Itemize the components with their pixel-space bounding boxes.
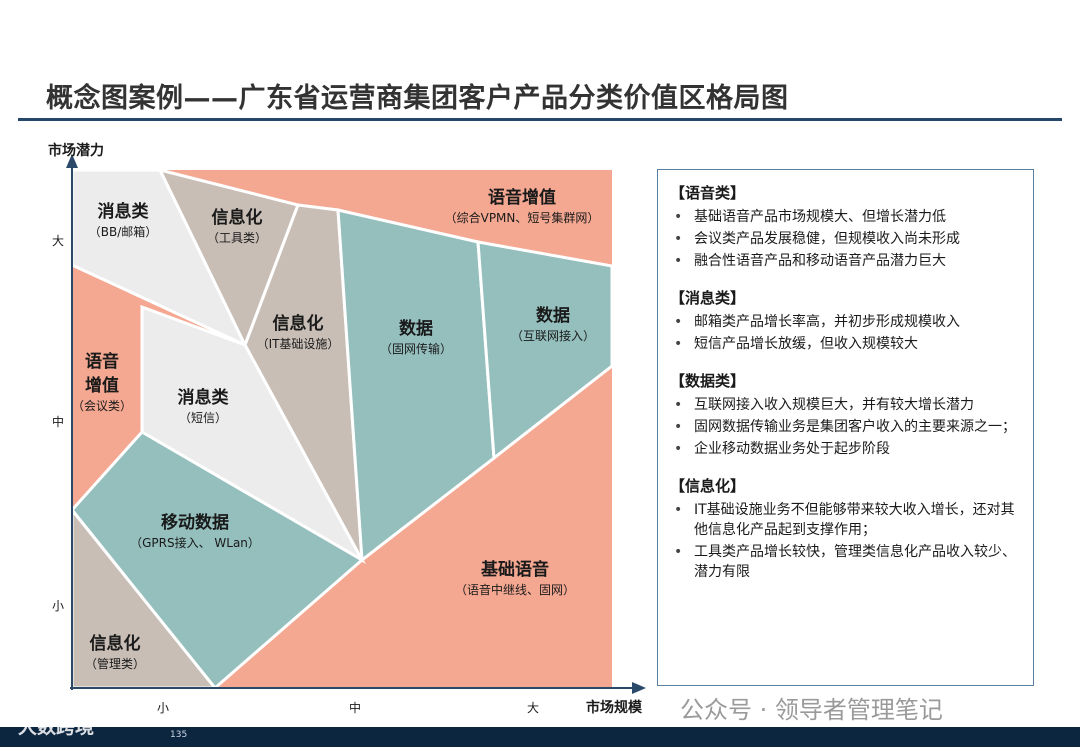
- bullet-item: • 会议类产品发展稳健，但规模收入尚未形成: [670, 229, 1021, 249]
- region-sub: （互联网接入）: [510, 329, 596, 343]
- label-info-tools: 信息化 （工具类）: [207, 206, 267, 246]
- page-title: 概念图案例——广东省运营商集团客户产品分类价值区格局图: [46, 83, 789, 114]
- bullet-dot-icon: •: [674, 441, 683, 457]
- region-name: 消息类: [97, 202, 149, 222]
- label-basic-voice: 基础语音 （语音中继线、固网）: [455, 558, 575, 598]
- region-sub: （BB/邮箱）: [88, 225, 158, 239]
- bullet-item: • 短信产品增长放缓，但收入规模较大: [670, 334, 1021, 354]
- region-sub: （管理类）: [84, 657, 146, 671]
- label-msg-sms: 消息类 （短信）: [178, 386, 229, 426]
- group-title: 【数据类】: [670, 372, 746, 390]
- bullet-text: 互联网接入收入规模巨大，并有较大增长潜力: [694, 397, 974, 413]
- bullet-text: 基础语音产品市场规模大、但增长潜力低: [694, 209, 946, 225]
- group-title: 【语音类】: [670, 184, 746, 202]
- region-name: 移动数据: [160, 513, 229, 533]
- region-name: 增值: [84, 376, 119, 396]
- bullet-item: • 企业移动数据业务处于起步阶段: [670, 439, 1021, 459]
- label-data-fixed: 数据 （固网传输）: [380, 317, 452, 357]
- label-voice-plus-conf: 语音 增值 （会议类）: [72, 350, 132, 414]
- region-sub: （工具类）: [206, 231, 268, 245]
- summary-group: 【数据类】 • 互联网接入收入规模巨大，并有较大增长潜力 • 固网数据传输业务是集团…: [670, 370, 1021, 459]
- x-axis-arrow: [632, 682, 646, 694]
- y-tick-label: 大: [52, 234, 65, 248]
- bullet-dot-icon: •: [674, 397, 683, 413]
- bullet-text: 工具类产品增长较快，管理类信息化产品收入较少、潜力有限: [694, 544, 1016, 580]
- footer-bar: [0, 727, 1080, 747]
- bullet-text: IT基础设施业务不但能够带来较大收入增长，还对其他信息化产品起到支撑作用；: [694, 502, 1015, 538]
- x-tick-label: 小: [157, 701, 170, 715]
- region-name: 数据: [535, 306, 570, 326]
- region-sub: （语音中继线、固网）: [454, 583, 576, 597]
- y-axis-arrow: [66, 154, 78, 168]
- region-name: 信息化: [89, 634, 141, 654]
- label-data-internet: 数据 （互联网接入）: [511, 304, 595, 344]
- summary-group: 【信息化】 • IT基础设施业务不但能够带来较大收入增长，还对其他信息化产品起到支…: [670, 475, 1021, 582]
- bullet-item: • 融合性语音产品和移动语音产品潜力巨大: [670, 251, 1021, 271]
- y-tick-label: 小: [52, 599, 65, 613]
- bullet-item: • 邮箱类产品增长率高，并初步形成规模收入: [670, 312, 1021, 332]
- group-title: 【信息化】: [670, 477, 746, 495]
- bullet-text: 会议类产品发展稳健，但规模收入尚未形成: [694, 231, 960, 247]
- bullet-text: 邮箱类产品增长率高，并初步形成规模收入: [694, 314, 960, 330]
- region-name: 信息化: [211, 208, 263, 228]
- region-name: 基础语音: [480, 560, 549, 580]
- bullet-item: • 工具类产品增长较快，管理类信息化产品收入较少、潜力有限: [670, 542, 1021, 582]
- group-title: 【消息类】: [670, 289, 746, 307]
- page-number: 135: [170, 730, 188, 740]
- region-name: 信息化: [272, 314, 324, 334]
- bullet-item: • 基础语音产品市场规模大、但增长潜力低: [670, 207, 1021, 227]
- y-tick-label: 中: [52, 415, 65, 429]
- x-axis-label: 市场规模: [586, 700, 642, 716]
- label-info-mgmt: 信息化 （管理类）: [85, 632, 145, 672]
- summary-group: 【消息类】 • 邮箱类产品增长率高，并初步形成规模收入 • 短信产品增长放缓，但收入…: [670, 287, 1021, 354]
- x-tick-label: 大: [527, 701, 540, 715]
- bullet-item: • 互联网接入收入规模巨大，并有较大增长潜力: [670, 395, 1021, 415]
- bullet-dot-icon: •: [674, 231, 683, 247]
- watermark-right: 公众号 · 领导者管理笔记: [680, 696, 943, 724]
- region-data-internet: [476, 240, 614, 461]
- bullet-dot-icon: •: [674, 502, 683, 518]
- region-sub: （会议类）: [71, 399, 133, 413]
- x-tick-label: 中: [349, 701, 362, 715]
- bullet-text: 企业移动数据业务处于起步阶段: [694, 441, 890, 457]
- label-info-it: 信息化 （IT基础设施）: [257, 312, 340, 352]
- bullet-dot-icon: •: [674, 209, 683, 225]
- bullet-dot-icon: •: [674, 253, 683, 269]
- bullet-text: 短信产品增长放缓，但收入规模较大: [694, 336, 918, 352]
- bullet-dot-icon: •: [674, 336, 683, 352]
- label-msg-bb: 消息类 （BB/邮箱）: [89, 200, 158, 240]
- bullet-text: 固网数据传输业务是集团客户收入的主要来源之一；: [694, 419, 1016, 435]
- label-mobile-data: 移动数据 （GPRS接入、 WLan）: [130, 511, 260, 551]
- region-sub: （短信）: [178, 411, 227, 425]
- bullet-text: 融合性语音产品和移动语音产品潜力巨大: [694, 253, 946, 269]
- region-name: 语音增值: [488, 188, 556, 208]
- watermark-left: 大数跨境: [18, 716, 95, 738]
- bullet-dot-icon: •: [674, 419, 683, 435]
- summary-panel: 【语音类】 • 基础语音产品市场规模大、但增长潜力低 • 会议类产品发展稳健，但规模…: [657, 169, 1034, 686]
- bullet-item: • 固网数据传输业务是集团客户收入的主要来源之一；: [670, 417, 1021, 437]
- region-name: 语音: [84, 352, 119, 372]
- region-name: 消息类: [177, 388, 229, 408]
- bullet-dot-icon: •: [674, 314, 683, 330]
- region-sub: （GPRS接入、 WLan）: [130, 536, 260, 550]
- region-name: 数据: [398, 319, 433, 339]
- summary-group: 【语音类】 • 基础语音产品市场规模大、但增长潜力低 • 会议类产品发展稳健，但规模…: [670, 182, 1021, 271]
- title-divider: [18, 118, 1062, 121]
- region-sub: （综合VPMN、短号集群网）: [444, 211, 600, 225]
- bullet-dot-icon: •: [674, 544, 683, 560]
- region-sub: （固网传输）: [379, 342, 453, 356]
- bullet-item: • IT基础设施业务不但能够带来较大收入增长，还对其他信息化产品起到支撑作用；: [670, 500, 1021, 540]
- region-sub: （IT基础设施）: [256, 337, 340, 351]
- label-voice-plus-top: 语音增值 （综合VPMN、短号集群网）: [445, 186, 600, 226]
- y-axis-label: 市场潜力: [48, 143, 104, 159]
